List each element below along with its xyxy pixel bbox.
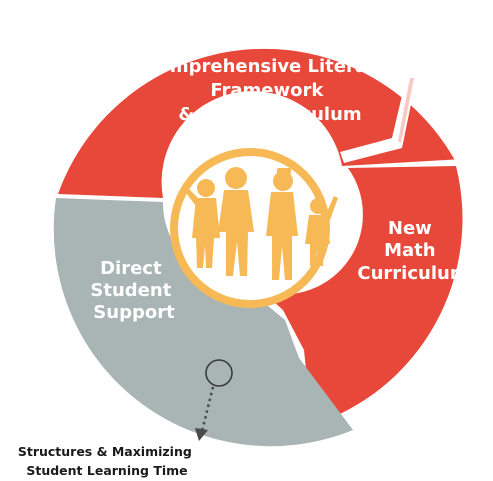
math-line-3: Curriculum: [357, 263, 468, 284]
cycle-ring: [53, 48, 463, 447]
literacy-label: K-5 Comprehensive Literacy Framework & N…: [144, 32, 395, 125]
segment-literacy: [58, 48, 455, 198]
segment-math: [263, 166, 463, 426]
callout-pointer: [195, 359, 233, 441]
circle-marker-icon: [205, 359, 233, 387]
segment-support: [53, 198, 354, 447]
support-line-1: Direct: [100, 258, 162, 279]
support-line-3: Support: [93, 302, 175, 323]
student-figure-4: [305, 196, 338, 266]
student-figure-3: [266, 168, 298, 280]
support-label: Direct Student Support: [90, 258, 177, 323]
student-figure-2: [218, 167, 254, 276]
literacy-line-3: Framework: [210, 80, 324, 101]
dotted-pointer-line: [200, 386, 215, 432]
arrow-band: [398, 78, 414, 143]
pointer-arrowhead-icon: [195, 428, 208, 441]
student-figure-1: [184, 179, 220, 268]
literacy-line-1: K-5: [251, 32, 283, 53]
callout-line-1: Structures & Maximizing: [18, 444, 192, 459]
literacy-line-4: & New Curriculum: [178, 104, 361, 125]
callout-label: Structures & Maximizing Student Learning…: [18, 444, 196, 478]
literacy-line-2: Comprehensive Literacy: [144, 56, 389, 77]
math-label: New Math Curriculum: [357, 218, 468, 284]
students-group-icon: [184, 167, 338, 280]
support-line-2: Student: [90, 280, 171, 301]
center-hub: [170, 148, 338, 308]
math-line-2: Math: [384, 240, 435, 261]
math-line-1: New: [388, 218, 432, 239]
callout-line-2: Student Learning Time: [26, 463, 187, 478]
